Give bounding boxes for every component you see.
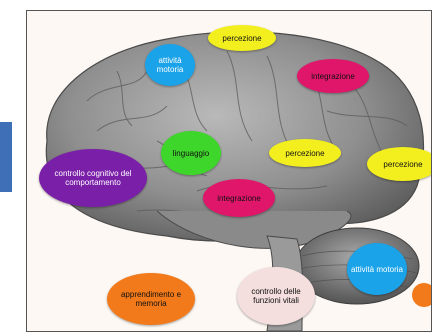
label-controllo-cognitivo: controllo cognitivo del comportamento	[39, 149, 147, 207]
label-integrazione-top: integrazione	[297, 59, 369, 93]
label-integrazione-mid: integrazione	[203, 179, 275, 217]
label-percezione-mid: percezione	[269, 139, 341, 167]
label-percezione-right: percezione	[367, 147, 432, 181]
brain-diagram: attività motoria percezione integrazione…	[26, 10, 432, 332]
label-linguaggio: linguaggio	[161, 131, 221, 175]
orange-dot	[412, 283, 432, 307]
label-attivita-motoria-bottom: attività motoria	[347, 243, 407, 295]
label-funzioni-vitali: controllo delle funzioni vitali	[237, 267, 315, 325]
accent-bar	[0, 122, 12, 192]
label-attivita-motoria-top: attività motoria	[145, 44, 195, 86]
label-apprendimento: apprendimento e memoria	[107, 273, 195, 325]
label-percezione-top: percezione	[208, 25, 276, 51]
